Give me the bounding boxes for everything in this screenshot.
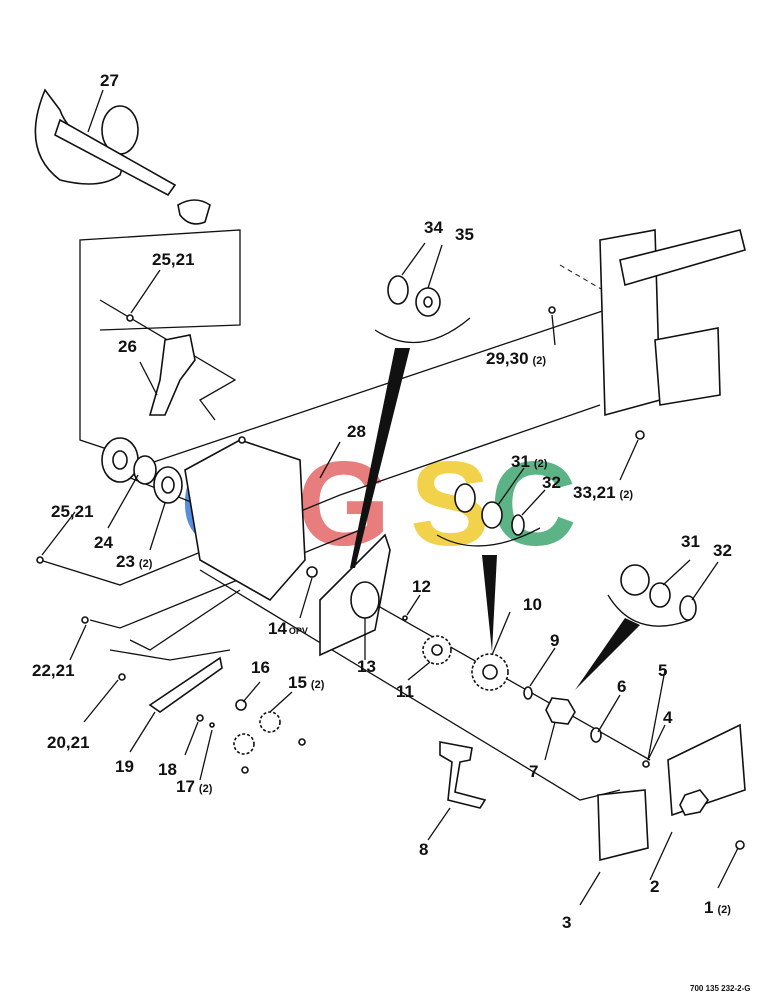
- arm-8: [439, 741, 487, 809]
- main-frame: [599, 229, 746, 417]
- callout-26: 26: [118, 337, 137, 356]
- callout-15: 15(2): [288, 673, 325, 692]
- callout-23: 23(2): [116, 552, 153, 571]
- callout-28: 28: [347, 422, 366, 441]
- callout-10: 10: [523, 595, 542, 614]
- bracket-26: [148, 334, 196, 416]
- sprockets: [422, 635, 509, 691]
- callout-24: 24: [94, 533, 113, 552]
- callout-labels: 27 25,21 26 34 35 29,30(2) 28 31(2) 32 3…: [32, 71, 751, 993]
- callout-7: 7: [529, 762, 538, 781]
- callout-33-21: 33,21(2): [573, 483, 633, 502]
- bearing-set-top: [387, 275, 441, 317]
- callout-35: 35: [455, 225, 474, 244]
- callout-25-21-upper: 25,21: [152, 250, 195, 269]
- detail-wedges: [350, 317, 691, 690]
- callout-22-21: 22,21: [32, 661, 75, 680]
- watermark-letter-s: S: [410, 437, 490, 571]
- callout-6: 6: [617, 677, 626, 696]
- callout-32-upper: 32: [542, 473, 561, 492]
- frame-housing: [184, 439, 306, 602]
- callout-17: 17(2): [176, 777, 213, 796]
- callout-11: 11: [396, 682, 414, 701]
- callout-16: 16: [251, 658, 270, 677]
- bearing-set-right: [620, 564, 697, 621]
- flange-bearings: [101, 437, 183, 504]
- callout-18: 18: [158, 760, 177, 779]
- callout-13: 13: [357, 657, 376, 676]
- callout-1: 1(2): [704, 898, 731, 917]
- callout-5: 5: [658, 661, 667, 680]
- plate-bearing: [350, 581, 380, 619]
- auger-flighting: [34, 88, 211, 225]
- callout-20-21: 20,21: [47, 733, 90, 752]
- callout-27: 27: [100, 71, 119, 90]
- callout-9: 9: [550, 631, 559, 650]
- drawing-code: 700 135 232-2-G: [690, 984, 751, 993]
- callout-25-21-left: 25,21: [51, 502, 94, 521]
- bracket-19-assembly: [148, 656, 281, 755]
- callout-29-30: 29,30(2): [486, 349, 546, 368]
- callout-3: 3: [562, 913, 571, 932]
- callout-32-right: 32: [713, 541, 732, 560]
- callout-12: 12: [412, 577, 431, 596]
- fasteners: [36, 306, 745, 850]
- leader-lines: [41, 89, 739, 906]
- bearing-set-upper: [454, 483, 525, 536]
- callout-2: 2: [650, 877, 659, 896]
- callout-31-right: 31: [681, 532, 700, 551]
- callout-19: 19: [115, 757, 134, 776]
- mount-bracket: [597, 723, 746, 862]
- callout-34: 34: [424, 218, 443, 237]
- nut-washer: [523, 686, 602, 743]
- watermark-letter-c2: C: [490, 437, 577, 571]
- callout-8: 8: [419, 840, 428, 859]
- callout-4: 4: [663, 708, 673, 727]
- callout-31-upper: 31(2): [511, 452, 548, 471]
